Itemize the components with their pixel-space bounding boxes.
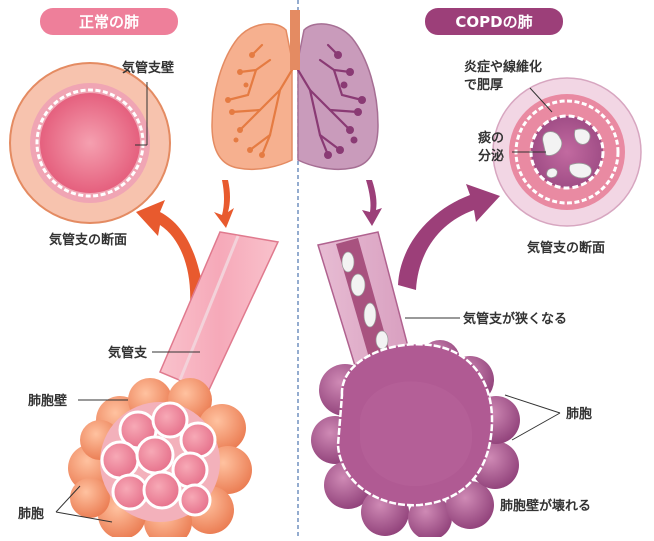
sputum-label-1: 痰の — [478, 130, 504, 146]
trachea — [290, 10, 300, 70]
thickening-label-2: で肥厚 — [464, 77, 503, 93]
normal-down-arrow — [214, 180, 234, 228]
bronchus-label: 気管支 — [108, 345, 148, 361]
alveolar-wall-label: 肺胞壁 — [28, 393, 67, 409]
thickening-label-1: 炎症や線維化 — [464, 59, 542, 75]
normal-alveoli-label: 肺胞 — [18, 506, 44, 522]
copd-header: COPDの肺 — [425, 8, 563, 35]
copd-lung — [298, 24, 378, 169]
normal-lung — [212, 24, 292, 169]
normal-alveoli-cluster — [68, 378, 252, 537]
copd-header-text: COPDの肺 — [455, 13, 532, 31]
wall-label: 気管支壁 — [122, 60, 174, 76]
normal-bronchus — [160, 232, 278, 392]
copd-down-arrow — [362, 180, 382, 226]
normal-header-text: 正常の肺 — [79, 13, 139, 31]
copd-curved-arrow — [398, 184, 500, 290]
normal-cross-section-label: 気管支の断面 — [49, 232, 127, 248]
copd-alveoli-cluster — [311, 340, 520, 537]
narrowing-label: 気管支が狭くなる — [463, 311, 567, 327]
copd-alveoli-label: 肺胞 — [566, 406, 592, 422]
sputum-label-2: 分泌 — [478, 148, 504, 164]
wall-destroyed-label: 肺胞壁が壊れる — [500, 498, 591, 514]
normal-cross-section — [10, 63, 170, 223]
copd-cross-section-label: 気管支の断面 — [527, 240, 605, 256]
normal-header: 正常の肺 — [40, 8, 178, 35]
